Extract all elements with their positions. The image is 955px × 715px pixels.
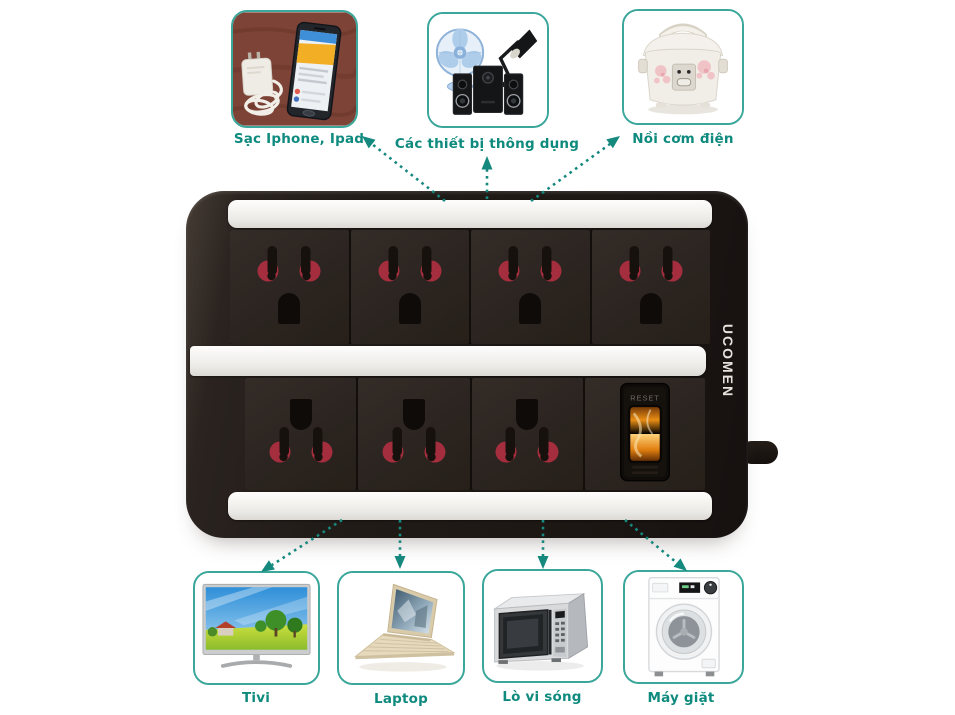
callout-rice-cooker [622, 9, 744, 125]
microwave-photo [485, 571, 600, 681]
strip-middle-rail [190, 346, 706, 376]
callout-washer [623, 570, 744, 684]
laptop-photo [340, 573, 462, 683]
callout-laptop [337, 571, 465, 685]
label-common-devices: Các thiết bị thông dụng [394, 136, 580, 152]
charger-cable [244, 79, 283, 116]
outlet-4 [591, 230, 710, 344]
power-switch: RESET [584, 378, 705, 490]
power-cord [740, 441, 778, 464]
fan-lamp-speakers-photo [429, 14, 547, 126]
outlet-7 [471, 378, 583, 490]
brand-area: UCOMEN [687, 324, 769, 398]
tv-photo [196, 573, 317, 683]
callout-tv [193, 571, 320, 685]
outlet-row-top [230, 230, 710, 344]
outlet-row-bottom: RESET [245, 378, 705, 490]
label-rice-cooker: Nồi cơm điện [632, 131, 734, 147]
label-tv: Tivi [241, 690, 271, 706]
rocker-switch: RESET [620, 382, 670, 482]
power-strip: RESET UCOMEN [186, 191, 748, 538]
speaker-set [452, 65, 524, 115]
smartphone [286, 21, 342, 121]
outlet-1 [230, 230, 349, 344]
outlet-2 [350, 230, 469, 344]
phone-charger-photo [233, 12, 356, 126]
callout-common-devices [427, 12, 549, 128]
outlet-6 [358, 378, 470, 490]
brand-text: UCOMEN [720, 323, 736, 399]
strip-bottom-rail [228, 492, 712, 520]
outlet-3 [471, 230, 590, 344]
strip-top-rail [228, 200, 712, 228]
label-washer: Máy giặt [647, 690, 715, 706]
outlet-5 [245, 378, 357, 490]
label-laptop: Laptop [374, 691, 428, 707]
callout-microwave [482, 569, 603, 683]
charger-adapter [241, 51, 274, 96]
label-microwave: Lò vi sóng [502, 689, 582, 705]
rice-cooker-photo [624, 11, 742, 123]
washing-machine-photo [626, 572, 741, 682]
callout-phone-charger [231, 10, 358, 128]
switch-reset-label: RESET [630, 393, 660, 402]
label-phone-charger: Sạc Iphone, Ipad [233, 131, 365, 147]
